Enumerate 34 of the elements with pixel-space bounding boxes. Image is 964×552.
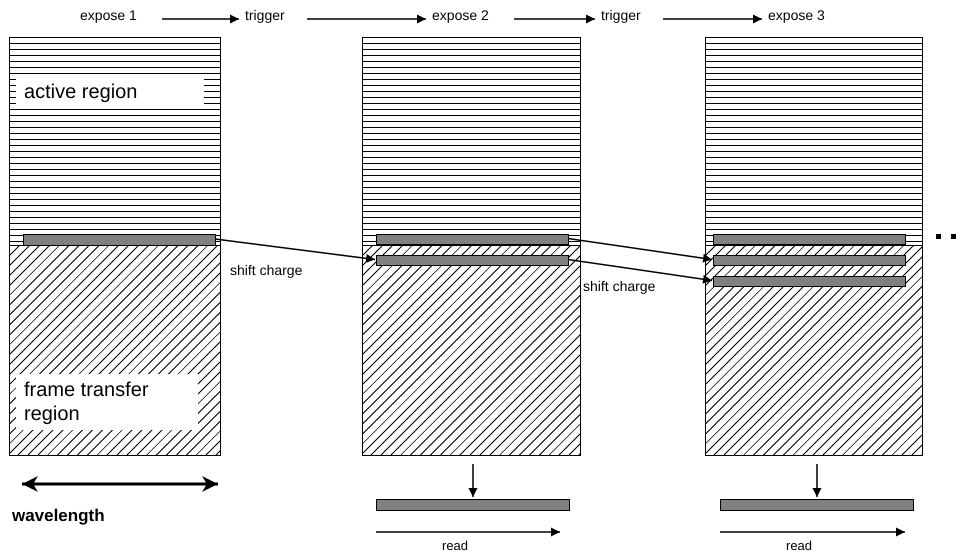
edge-label: shift charge (230, 262, 302, 278)
charge-row-bar (376, 499, 570, 511)
charge-row-bar (376, 234, 569, 245)
arrow (663, 14, 762, 24)
region-label: frame transfer region (16, 374, 198, 430)
charge-row-bar (713, 255, 906, 266)
step-label: expose 1 (80, 7, 137, 23)
step-label: expose 3 (768, 7, 825, 23)
arrow (307, 14, 426, 24)
charge-row-bar (713, 234, 906, 245)
arrow (214, 238, 376, 263)
charge-row-bar (376, 255, 569, 266)
frame-transfer-region (705, 245, 923, 456)
wavelength-label: wavelength (12, 506, 105, 526)
arrow (162, 14, 239, 24)
arrow (468, 464, 478, 497)
arrow (568, 258, 712, 284)
charge-row-bar (713, 276, 906, 287)
step-label: trigger (601, 7, 641, 23)
read-label: read (786, 538, 812, 552)
read-label: read (442, 538, 468, 552)
step-label: trigger (245, 7, 285, 23)
arrow (568, 238, 712, 263)
arrow (514, 14, 595, 24)
active-region (362, 37, 581, 246)
charge-row-bar (720, 499, 914, 511)
charge-row-bar (23, 234, 216, 246)
arrow (812, 464, 822, 497)
active-region (705, 37, 923, 246)
active-region (9, 37, 221, 246)
edge-label: shift charge (583, 278, 656, 294)
step-label: expose 2 (432, 7, 489, 23)
frame-transfer-region (9, 245, 221, 456)
frame-transfer-region (362, 245, 581, 456)
